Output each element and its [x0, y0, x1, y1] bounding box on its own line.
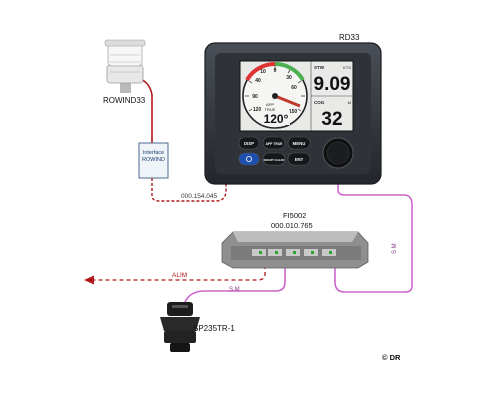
ent-button[interactable]: ENT: [287, 152, 311, 166]
power-button[interactable]: [238, 152, 260, 166]
rd33-to-fi5002-cable: [334, 180, 413, 293]
dial-word-true: TRUE: [265, 107, 276, 112]
dial-scale-label: 150: [289, 109, 298, 115]
smart-clear-button-label: SMART CLEAR: [263, 158, 285, 162]
cog-unit: M: [348, 100, 351, 105]
menu-button-label: MENU: [293, 141, 306, 146]
wind-dial: 10 30 40 60 90 120 150 0 APP TRUE: [242, 61, 308, 129]
dial-scale-label: 60: [291, 85, 297, 91]
alim-power-cable: [92, 265, 266, 281]
cog-label: COG: [314, 100, 325, 105]
rowind33-label: ROWIND33: [103, 96, 146, 105]
dial-scale-label: 30: [286, 75, 292, 81]
app-true-button[interactable]: APP TRUE: [262, 136, 286, 150]
stw-label: STW: [314, 65, 325, 70]
dial-scale-label: 120: [253, 107, 262, 113]
app-true-button-label: APP TRUE: [265, 142, 283, 146]
dial-scale-label: 90: [252, 94, 258, 100]
alim-label: ALIM: [172, 272, 188, 279]
fi5002-to-sp235-cable: [184, 265, 286, 303]
dial-scale-label: 0: [274, 68, 277, 74]
disp-button[interactable]: DISP: [238, 136, 260, 150]
fi5002-code-label: 000.010.765: [271, 221, 313, 230]
interface-to-rd33-cable: [151, 150, 227, 202]
rotary-knob[interactable]: [322, 137, 354, 169]
power-icon: [245, 155, 252, 162]
fi5002-name-label: FI5002: [283, 211, 307, 220]
sm-vertical-label: S M: [392, 243, 398, 254]
interface-rowind-box: [138, 142, 169, 179]
stw-unit: KTS: [343, 65, 351, 70]
cable-code-label: 000.154.045: [181, 193, 218, 200]
copyright-label: © DR: [382, 353, 401, 362]
cog-value: 32: [321, 109, 342, 130]
menu-button[interactable]: MENU: [287, 136, 311, 150]
rd33-label: RD33: [339, 33, 360, 42]
sm-horizontal-label: S M: [229, 287, 240, 293]
dial-scale-label: 40: [255, 78, 261, 84]
dial-ticks: [245, 66, 305, 112]
ent-button-label: ENT: [295, 157, 304, 162]
heading-value: 120°: [264, 112, 289, 126]
interface-label-line1: Interface: [142, 150, 165, 156]
rowind33-sensor-icon: [104, 39, 146, 93]
dial-word-app: APP: [266, 102, 274, 107]
interface-label-line2: ROWIND: [142, 157, 165, 163]
alim-arrow-icon: [84, 275, 94, 285]
disp-button-label: DISP: [244, 141, 254, 146]
sp235-transducer-icon: [160, 302, 200, 352]
sp235-label: SP235TR-1: [193, 324, 235, 333]
smart-clear-button[interactable]: SMART CLEAR: [262, 152, 285, 166]
wind-needle: [274, 94, 301, 108]
dial-scale-label: 10: [260, 69, 266, 75]
fi5002-hub-icon: [221, 231, 369, 269]
stw-value: 9.09: [314, 74, 351, 95]
